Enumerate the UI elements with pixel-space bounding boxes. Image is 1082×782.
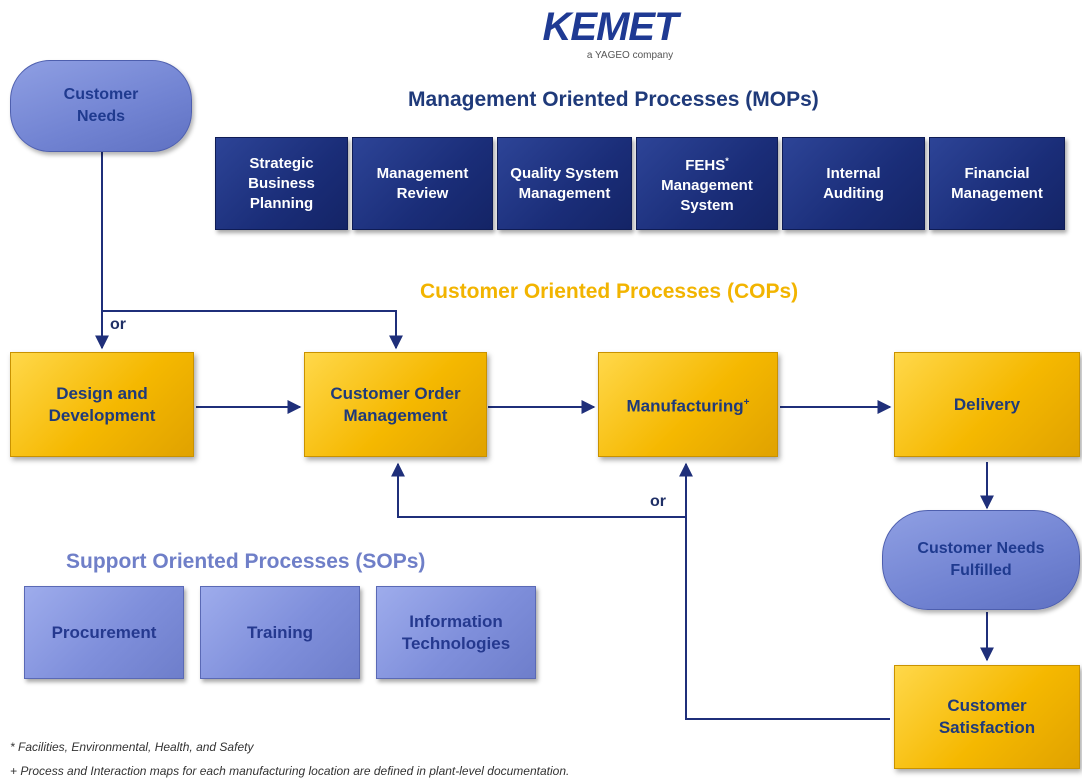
or-label-top: or xyxy=(110,316,126,333)
sop-label: Information Technologies xyxy=(401,611,511,653)
cop-section-title: Customer Oriented Processes (COPs) xyxy=(420,280,799,303)
arrow-needs-to-order xyxy=(102,310,403,350)
mop-financial-management: Financial Management xyxy=(929,137,1065,230)
mop-strategic-business-planning: Strategic Business Planning xyxy=(215,137,348,230)
cop-customer-satisfaction: Customer Satisfaction xyxy=(894,665,1080,769)
mop-label-line2: Management System xyxy=(661,177,753,214)
sop-information-technologies: Information Technologies xyxy=(376,586,536,679)
mop-label: Financial Management xyxy=(951,164,1043,202)
cop-manufacturing: Manufacturing+ xyxy=(598,352,778,457)
cop-label: Customer Order Management xyxy=(330,383,461,425)
mop-label: Management Review xyxy=(376,164,469,202)
sop-label: Training xyxy=(246,622,314,642)
sop-label: Procurement xyxy=(51,622,157,642)
mop-quality-system-management: Quality System Management xyxy=(497,137,632,230)
customer-needs-fulfilled-label: Customer Needs Fulfilled xyxy=(917,540,1045,579)
mop-internal-auditing: Internal Auditing xyxy=(782,137,925,230)
arrow-satisfaction-to-manufacturing xyxy=(679,462,890,720)
footnote-fehs: * Facilities, Environmental, Health, and… xyxy=(10,740,254,754)
logo-tagline: a YAGEO company xyxy=(586,50,674,61)
cop-customer-order-management: Customer Order Management xyxy=(304,352,487,457)
mop-label-line1: FEHS* xyxy=(685,156,729,174)
cop-label: Delivery xyxy=(953,394,1021,414)
cop-design-and-development: Design and Development xyxy=(10,352,194,457)
or-label-bottom: or xyxy=(650,493,666,510)
customer-needs-label: Customer Needs xyxy=(63,86,139,125)
mop-label: Quality System Management xyxy=(510,164,619,202)
logo-brand: KEMET xyxy=(542,5,679,49)
cop-delivery: Delivery xyxy=(894,352,1080,457)
mop-management-review: Management Review xyxy=(352,137,493,230)
sop-section-title: Support Oriented Processes (SOPs) xyxy=(66,550,426,573)
arrow-feedback-to-order xyxy=(391,462,686,518)
mop-label: Strategic Business Planning xyxy=(248,154,315,212)
mop-fehs-management-system: FEHS* Management System xyxy=(636,137,778,230)
kemet-logo: KEMET a YAGEO company xyxy=(530,6,690,68)
footnote-marker: + xyxy=(743,396,750,408)
cop-label: Customer Satisfaction xyxy=(938,696,1036,737)
cop-label: Manufacturing+ xyxy=(626,396,750,416)
footnote-marker: * xyxy=(725,156,729,166)
mop-section-title: Management Oriented Processes (MOPs) xyxy=(408,88,819,111)
footnote-manufacturing: + Process and Interaction maps for each … xyxy=(10,764,570,778)
sop-training: Training xyxy=(200,586,360,679)
mop-label: Internal Auditing xyxy=(823,164,884,202)
sop-procurement: Procurement xyxy=(24,586,184,679)
cop-label: Design and Development xyxy=(48,383,156,425)
customer-needs-terminator: Customer Needs xyxy=(10,60,192,152)
customer-needs-fulfilled-terminator: Customer Needs Fulfilled xyxy=(882,510,1080,610)
